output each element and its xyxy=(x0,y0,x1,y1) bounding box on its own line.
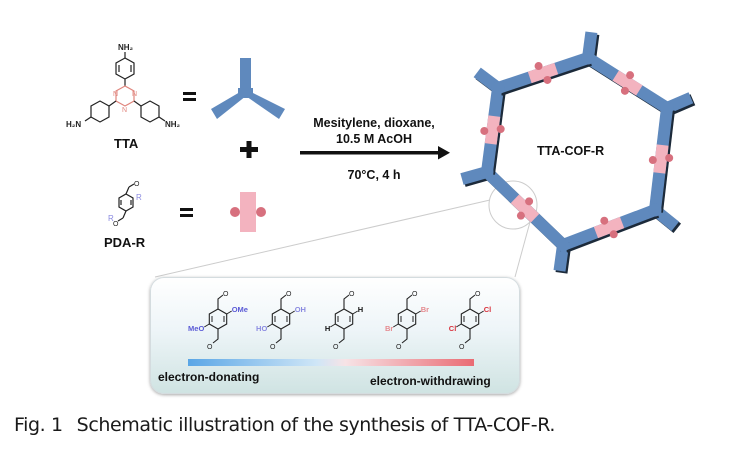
svg-text:O: O xyxy=(134,181,140,188)
cof-linker-substituent xyxy=(620,86,629,95)
cof-linker-substituent xyxy=(543,75,552,84)
caption-text: Schematic illustration of the synthesis … xyxy=(76,414,556,436)
tta-label: TTA xyxy=(114,136,139,151)
conditions-acid: 10.5 M AcOH xyxy=(336,132,412,146)
svg-text:O: O xyxy=(349,291,355,298)
triazine-n: N xyxy=(122,107,127,114)
tta-left-benzene xyxy=(90,100,110,123)
tta-nh2-right: NH₂ xyxy=(165,120,181,129)
cof-linker-substituent xyxy=(665,153,674,162)
cof-linker-substituent xyxy=(600,216,609,225)
substituent-right: OMe xyxy=(232,305,248,314)
equals-sign-1 xyxy=(183,92,196,101)
svg-text:O: O xyxy=(459,344,465,351)
electronic-gradient-bar xyxy=(188,359,474,366)
cof-linker xyxy=(653,144,669,174)
svg-text:O: O xyxy=(333,344,339,351)
cof-linker-substituent xyxy=(480,126,489,135)
substituent-right: OH xyxy=(295,305,306,314)
svg-text:O: O xyxy=(396,344,402,351)
substituent-right: H xyxy=(358,305,363,314)
pda-r-structure xyxy=(117,183,135,222)
substituent-left: Br xyxy=(385,324,393,333)
scale-left-label: electron-donating xyxy=(158,370,260,384)
reaction-arrow xyxy=(300,146,450,160)
svg-text:O: O xyxy=(286,291,292,298)
svg-text:O: O xyxy=(475,291,481,298)
conditions-solvent: Mesitylene, dioxane, xyxy=(313,116,435,130)
cof-linker-substituent xyxy=(534,62,543,71)
cof-linker-substituent xyxy=(626,71,635,80)
cof-node xyxy=(581,51,595,65)
svg-text:O: O xyxy=(113,221,119,228)
substituent-left: HO xyxy=(256,324,267,333)
svg-text:O: O xyxy=(270,344,276,351)
triazine-n: N xyxy=(113,91,118,98)
cof-linker-substituent xyxy=(609,230,618,239)
tritopic-node-symbol xyxy=(211,58,285,119)
substituent-left: H xyxy=(325,324,330,333)
cof-linker-substituent xyxy=(648,156,657,165)
product-label: TTA-COF-R xyxy=(537,144,605,158)
tta-nh2-left: H₂N xyxy=(66,120,81,129)
cof-node xyxy=(491,81,505,95)
tta-right-benzene xyxy=(140,100,160,123)
callout-lines xyxy=(154,180,538,278)
cof-node xyxy=(556,238,570,252)
cof-linker xyxy=(612,70,643,96)
substituent-left: MeO xyxy=(188,324,204,333)
svg-text:O: O xyxy=(223,291,229,298)
conditions-above-arrow: Mesitylene, dioxane, 10.5 M AcOH xyxy=(296,115,452,147)
cof-linker xyxy=(484,115,501,145)
pda-r-substituent: R xyxy=(136,193,142,202)
linker-symbol xyxy=(230,192,266,232)
substituent-right: Br xyxy=(421,305,429,314)
plus-sign xyxy=(240,141,258,158)
cof-node xyxy=(480,165,494,179)
conditions-below-arrow: 70°C, 4 h xyxy=(296,167,452,183)
svg-text:O: O xyxy=(412,291,418,298)
tta-structure xyxy=(84,52,166,123)
scale-right-label: electron-withdrawing xyxy=(370,374,491,388)
tta-nh2-top: NH₂ xyxy=(118,43,134,52)
cof-linker xyxy=(527,62,559,84)
synthesis-scheme: NH₂ H₂N NH₂ N N N TTA xyxy=(66,31,696,394)
triazine-ring xyxy=(115,85,135,107)
cof-linker-substituent xyxy=(496,125,505,134)
figure-caption: Fig. 1 Schematic illustration of the synt… xyxy=(14,414,555,436)
conditions-temp-time: 70°C, 4 h xyxy=(347,168,401,182)
triazine-n: N xyxy=(132,91,137,98)
cof-node xyxy=(660,101,674,115)
pda-r-label: PDA-R xyxy=(104,235,146,250)
cof-framework xyxy=(460,31,696,274)
cof-linker-substituent xyxy=(525,197,534,206)
pda-r-substituent: R xyxy=(108,214,114,223)
equals-sign-2 xyxy=(180,208,193,217)
cof-node xyxy=(648,203,662,217)
substituent-right: Cl xyxy=(484,305,492,314)
caption-label: Fig. 1 xyxy=(14,414,63,436)
substituent-left: Cl xyxy=(449,324,457,333)
cof-linker xyxy=(510,194,540,223)
cof-linker-substituent xyxy=(516,211,525,220)
svg-text:O: O xyxy=(207,344,213,351)
cof-linker xyxy=(593,216,625,239)
